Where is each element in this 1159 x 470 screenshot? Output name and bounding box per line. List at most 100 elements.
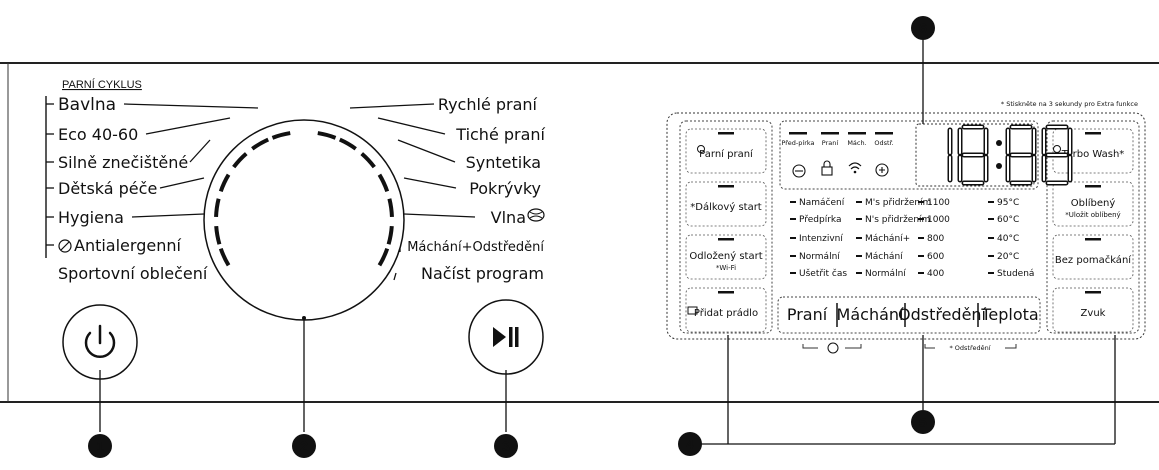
- option-label: 400: [927, 269, 944, 279]
- option-label: Normální: [799, 252, 840, 262]
- option-label: Máchání+: [865, 234, 910, 244]
- option-label: Ušetřit čas: [799, 268, 847, 279]
- bottom-button-label: Odstředění: [898, 305, 987, 324]
- button-sublabel: *Wi-Fi: [716, 264, 736, 272]
- left-program-label: Dětská péče: [58, 179, 157, 198]
- steam-icon: [697, 145, 705, 153]
- option-label: 600: [927, 252, 944, 262]
- option-label: Studená: [997, 269, 1034, 279]
- phase-label: Mách.: [847, 139, 866, 147]
- panel-button[interactable]: Přidat prádlo: [685, 287, 767, 333]
- callout-number: 5: [919, 414, 927, 430]
- right-program-label: Vlna: [491, 208, 526, 227]
- option-label: 95°C: [997, 198, 1019, 208]
- bottom-option-button[interactable]: Odstředění: [898, 305, 987, 324]
- program-dial[interactable]: [203, 119, 405, 321]
- option-matrix: NamáčeníPředpírkaIntenzivníNormálníUšetř…: [790, 197, 1034, 279]
- button-label: Parní praní: [699, 148, 754, 160]
- phase-label: Praní: [822, 139, 839, 147]
- child-lock-icon: [821, 160, 833, 176]
- option-label: 20°C: [997, 252, 1019, 262]
- time-display: [947, 124, 1073, 186]
- button-label: Turbo Wash*: [1061, 149, 1125, 160]
- callout-5: 5: [911, 410, 935, 434]
- panel-button[interactable]: Parní praní: [685, 128, 767, 174]
- panel-button[interactable]: Zvuk: [1052, 287, 1134, 333]
- bottom-option-button[interactable]: Praní: [787, 305, 828, 324]
- button-sublabel: *Uložit oblíbený: [1065, 211, 1120, 219]
- dial-header: PARNÍ CYKLUS: [62, 78, 142, 91]
- steam-lock-icon: [792, 164, 806, 178]
- right-program-label: Máchání+Odstředění: [407, 240, 544, 255]
- right-program-label: Tiché praní: [455, 125, 545, 144]
- left-program-label: Eco 40-60: [58, 125, 138, 144]
- callout-number: 2: [300, 438, 308, 454]
- right-program-label: Syntetika: [466, 153, 541, 172]
- callout-number: 4: [686, 436, 694, 452]
- button-label: *Dálkový start: [690, 201, 762, 213]
- left-program-label: Silně znečištěné: [58, 153, 188, 172]
- left-program-label: Sportovní oblečení: [58, 264, 208, 283]
- option-label: N's přidržením: [865, 215, 930, 225]
- option-label: M's přidržením: [865, 198, 931, 208]
- button-label: Přidat prádlo: [694, 307, 758, 319]
- option-label: Namáčení: [799, 197, 845, 208]
- option-label: 800: [927, 234, 944, 244]
- left-program-label: Hygiena: [58, 208, 124, 227]
- right-program-label: Rychlé praní: [438, 95, 538, 114]
- callout-6: 6: [911, 16, 935, 40]
- wifi-icon: [848, 162, 862, 174]
- panel-button[interactable]: Odložený start *Wi-Fi: [685, 234, 767, 280]
- callout-number: 6: [919, 20, 927, 36]
- bottom-option-button[interactable]: Máchání: [837, 305, 904, 324]
- option-label: 1000: [927, 215, 950, 225]
- callout-3: 3: [494, 434, 518, 458]
- left-program-label: Antialergenní: [74, 236, 181, 255]
- button-label: Odložený start: [689, 250, 762, 262]
- callout-1: 1: [88, 434, 112, 458]
- panel-button[interactable]: Bez pomačkání: [1052, 234, 1134, 280]
- bottom-button-label: Máchání: [837, 305, 904, 324]
- button-label: Zvuk: [1081, 308, 1106, 319]
- smart-diagnosis-icon: [875, 163, 889, 177]
- add-laundry-icon: [687, 306, 698, 315]
- right-program-label: Pokrývky: [469, 179, 541, 198]
- bottom-button-label: Teplota: [980, 305, 1038, 324]
- left-program-label: Bavlna: [58, 95, 116, 115]
- panel-button[interactable]: Oblíbený *Uložit oblíbený: [1052, 181, 1134, 227]
- panel-button[interactable]: Turbo Wash*: [1052, 128, 1134, 174]
- option-label: Předpírka: [799, 215, 842, 225]
- phase-label: Před-pírka: [781, 139, 814, 147]
- spin-note: * Odstředění: [949, 344, 990, 352]
- start-pause-button[interactable]: [468, 299, 544, 375]
- callout-2: 2: [292, 434, 316, 458]
- cycle-phase-indicators: Před-pírka Praní Mách. Odstř.: [781, 132, 894, 147]
- option-label: Máchání: [865, 252, 903, 262]
- panel-button[interactable]: *Dálkový start: [685, 181, 767, 227]
- option-label: 60°C: [997, 215, 1019, 225]
- option-label: Intenzivní: [799, 234, 843, 244]
- rinse-icon: [827, 342, 839, 354]
- power-icon: [84, 331, 116, 359]
- extra-functions-note: * Stiskněte na 3 sekundy pro Extra funkc…: [1001, 100, 1138, 108]
- play-pause-icon: [493, 327, 506, 347]
- callout-4: 4: [678, 432, 702, 456]
- option-label: 1100: [927, 198, 950, 208]
- wool-icon: [527, 208, 545, 222]
- dial-led-ring: [214, 131, 394, 267]
- phase-label: Odstř.: [874, 139, 893, 147]
- button-label: Oblíbený: [1071, 197, 1116, 209]
- option-label: Normální: [865, 269, 906, 279]
- option-label: 40°C: [997, 234, 1019, 244]
- antiallergy-icon: [58, 239, 72, 253]
- callout-number: 1: [96, 438, 104, 454]
- bottom-option-button[interactable]: Teplota: [980, 305, 1038, 324]
- button-label: Bez pomačkání: [1055, 254, 1132, 266]
- right-program-label: Načíst program: [421, 264, 544, 283]
- power-button[interactable]: [62, 304, 138, 380]
- display-panel: [666, 112, 1146, 340]
- bottom-button-label: Praní: [787, 305, 828, 324]
